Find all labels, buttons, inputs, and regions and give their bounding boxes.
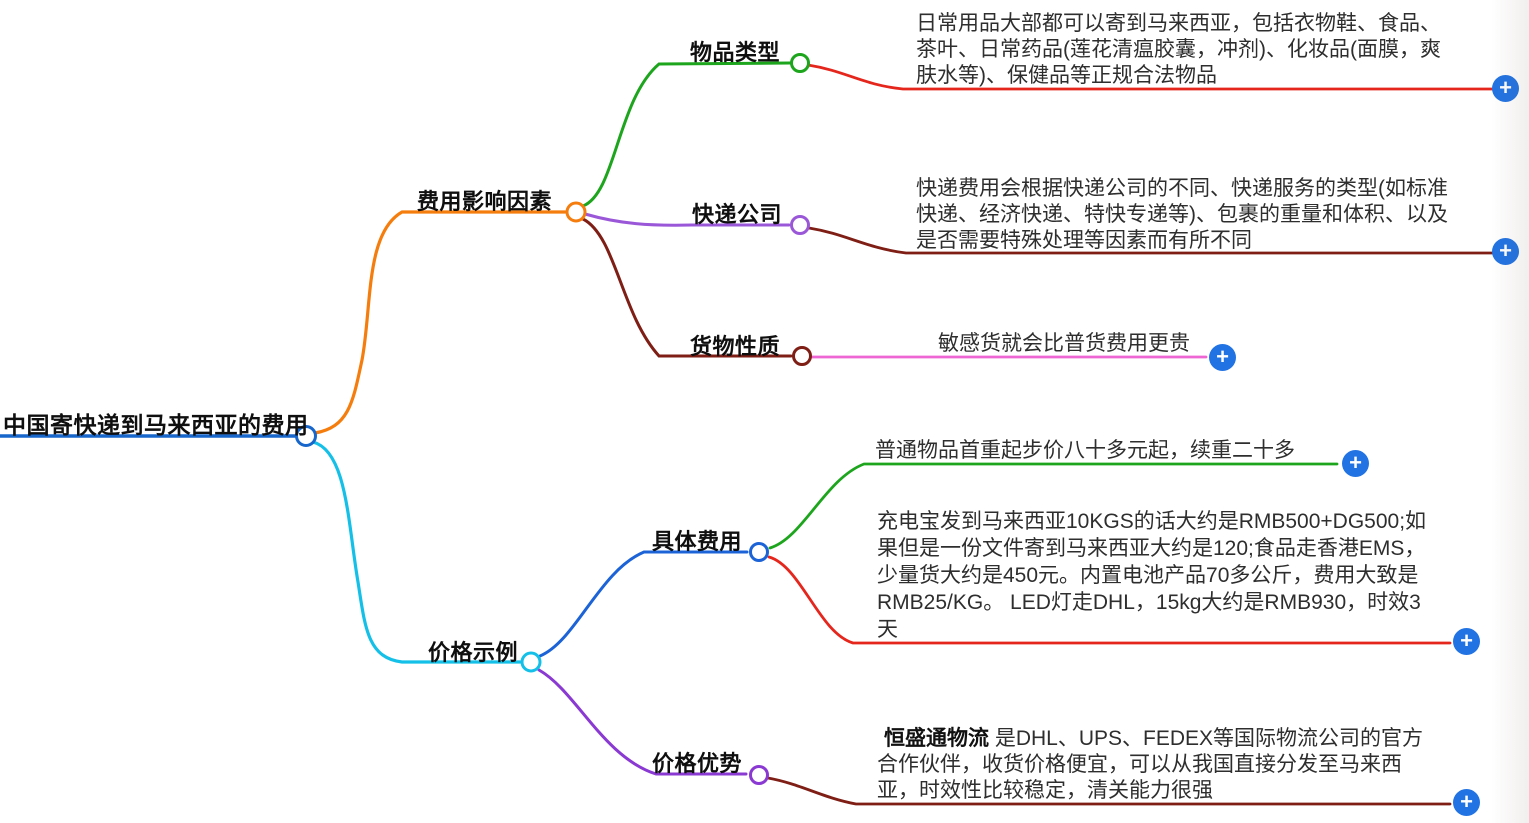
expand-icon-cargo-nature[interactable]: + (1209, 344, 1236, 371)
collapse-handle-cargo-nature[interactable] (792, 346, 812, 366)
node-cost-factors[interactable]: 费用影响因素 (417, 189, 553, 214)
branch-line-courier-company (583, 212, 791, 227)
note-line-item-type (806, 63, 1495, 91)
brand-name: 恒盛通物流 (884, 727, 989, 750)
note-cost-detail[interactable]: 充电宝发到马来西亚10KGS的话大约是RMB500+DG500;如果但是一份文件… (877, 510, 1427, 641)
branch-line-price-example (311, 440, 522, 664)
node-courier-company[interactable]: 快递公司 (692, 202, 783, 227)
note-cargo-nature[interactable]: 敏感货就会比普货费用更贵 (938, 332, 1190, 355)
collapse-handle-price-advantage[interactable] (749, 765, 769, 785)
note-line-courier-company (807, 226, 1495, 255)
expand-icon-cost-summary[interactable]: + (1342, 450, 1369, 477)
node-price-example[interactable]: 价格示例 (428, 640, 519, 665)
node-specific-cost[interactable]: 具体费用 (652, 529, 743, 554)
branch-line-item-type (581, 61, 792, 208)
expand-icon-courier-company[interactable]: + (1492, 238, 1519, 265)
note-price-advantage[interactable]: 恒盛通物流 是DHL、UPS、FEDEX等国际物流公司的官方合作伙伴，收货价格便… (877, 726, 1425, 804)
branch-line-cargo-nature (581, 217, 793, 358)
expand-icon-cost-detail[interactable]: + (1453, 628, 1480, 655)
branch-line-price-advantage (537, 668, 748, 776)
node-item-type[interactable]: 物品类型 (690, 40, 781, 65)
node-cargo-nature[interactable]: 货物性质 (690, 334, 781, 359)
expand-icon-item-type[interactable]: + (1492, 75, 1519, 102)
expand-icon-price-advantage[interactable]: + (1453, 789, 1480, 816)
node-root[interactable]: 中国寄快递到马来西亚的费用 (3, 412, 309, 438)
note-item-type[interactable]: 日常用品大部都可以寄到马来西亚，包括衣物鞋、食品、茶叶、日常药品(莲花清瘟胶囊，… (916, 12, 1441, 87)
collapse-handle-item-type[interactable] (790, 53, 810, 73)
note-line-cost-detail (767, 555, 1452, 645)
branch-line-specific-cost (538, 550, 749, 658)
collapse-handle-specific-cost[interactable] (749, 542, 769, 562)
collapse-handle-courier-company[interactable] (790, 215, 810, 235)
note-line-price-advantage (766, 776, 1452, 806)
note-line-cost-summary (768, 462, 1339, 550)
note-courier-company[interactable]: 快递费用会根据快递公司的不同、快递服务的类型(如标准快递、经济快递、特快专递等)… (916, 177, 1448, 252)
collapse-handle-root[interactable] (295, 425, 317, 447)
collapse-handle-cost-factors[interactable] (565, 201, 587, 223)
note-cost-summary[interactable]: 普通物品首重起步价八十多元起，续重二十多 (875, 439, 1295, 462)
branch-line-cost-factors (313, 210, 567, 435)
node-price-advantage[interactable]: 价格优势 (652, 751, 743, 776)
note-price-advantage-text: 是DHL、UPS、FEDEX等国际物流公司的官方合作伙伴，收货价格便宜，可以从我… (877, 727, 1424, 802)
collapse-handle-price-example[interactable] (520, 651, 542, 673)
